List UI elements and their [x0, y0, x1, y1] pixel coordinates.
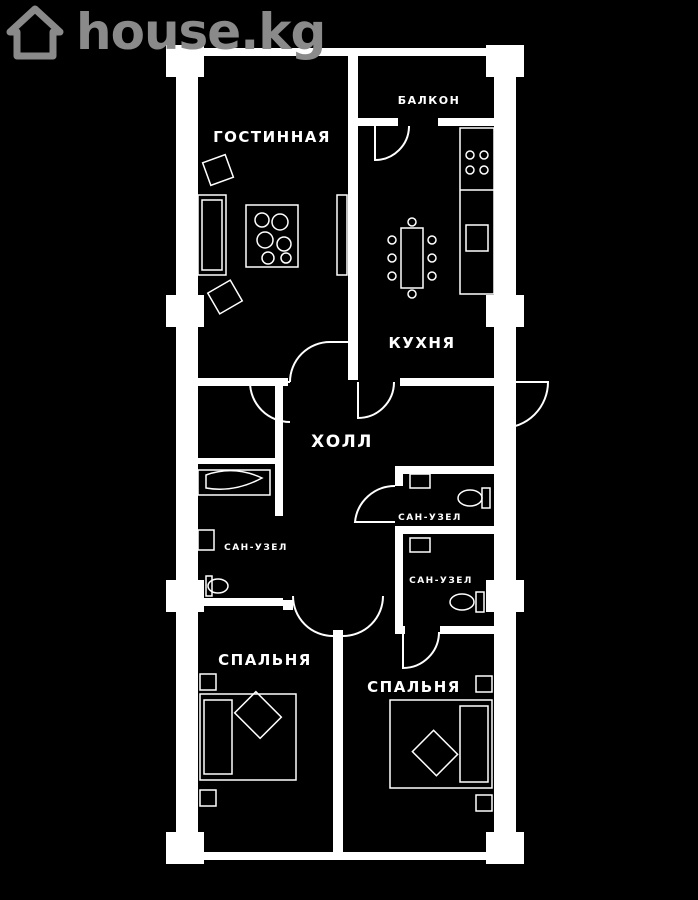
house-icon — [6, 5, 64, 60]
bedroom-right-label: СПАЛЬНЯ — [367, 678, 461, 696]
kitchen-label: КУХНЯ — [389, 334, 456, 352]
balcony-label: БАЛКОН — [398, 94, 461, 107]
furniture — [197, 127, 495, 812]
windows — [179, 51, 513, 857]
house-kg-logo: house.kg — [4, 2, 326, 62]
bedroom-left-label: СПАЛЬНЯ — [218, 651, 312, 669]
logo-text: house.kg — [76, 3, 326, 61]
bathroom-right-top-label: САН-УЗЕЛ — [398, 513, 462, 523]
bathroom-left-label: САН-УЗЕЛ — [224, 543, 288, 553]
living-room-label: ГОСТИННАЯ — [213, 128, 331, 146]
walls — [166, 45, 524, 864]
hall-label: ХОЛЛ — [311, 432, 373, 452]
bathroom-right-bottom-label: САН-УЗЕЛ — [409, 576, 473, 586]
doors — [248, 125, 550, 670]
